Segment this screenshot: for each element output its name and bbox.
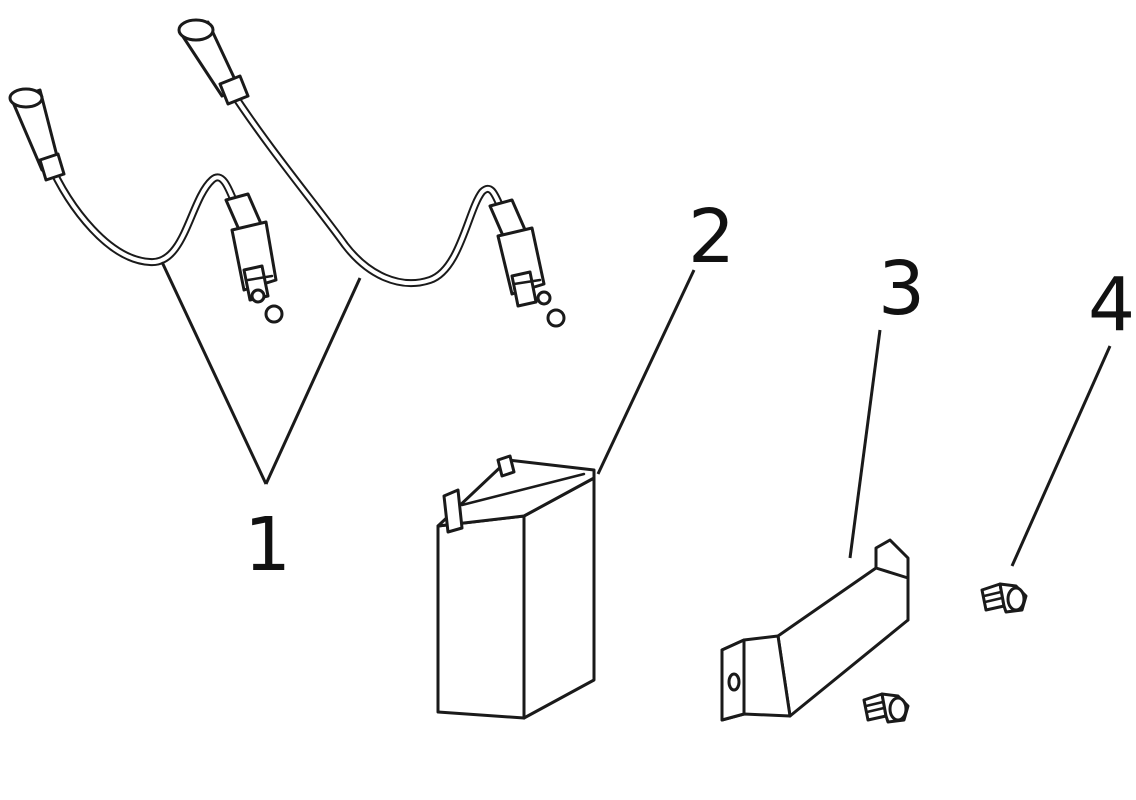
callout-4-leader [1010,345,1112,567]
callout-3-leader [848,329,882,559]
cable-left [8,87,284,324]
callout-1-leaders [160,261,362,485]
callout-number-1: 1 [244,502,291,588]
callout-number-2: 2 [688,194,735,280]
battery-strap-illustration [720,538,910,722]
callout-number-4: 4 [1088,262,1135,348]
bolt-lower [862,692,910,724]
battery-cables-illustration [8,18,566,328]
callout-2-leader [596,269,696,475]
cable-right [177,18,566,328]
battery-illustration [436,454,596,720]
callout-number-3: 3 [878,246,925,332]
bolt-upper [980,582,1028,614]
